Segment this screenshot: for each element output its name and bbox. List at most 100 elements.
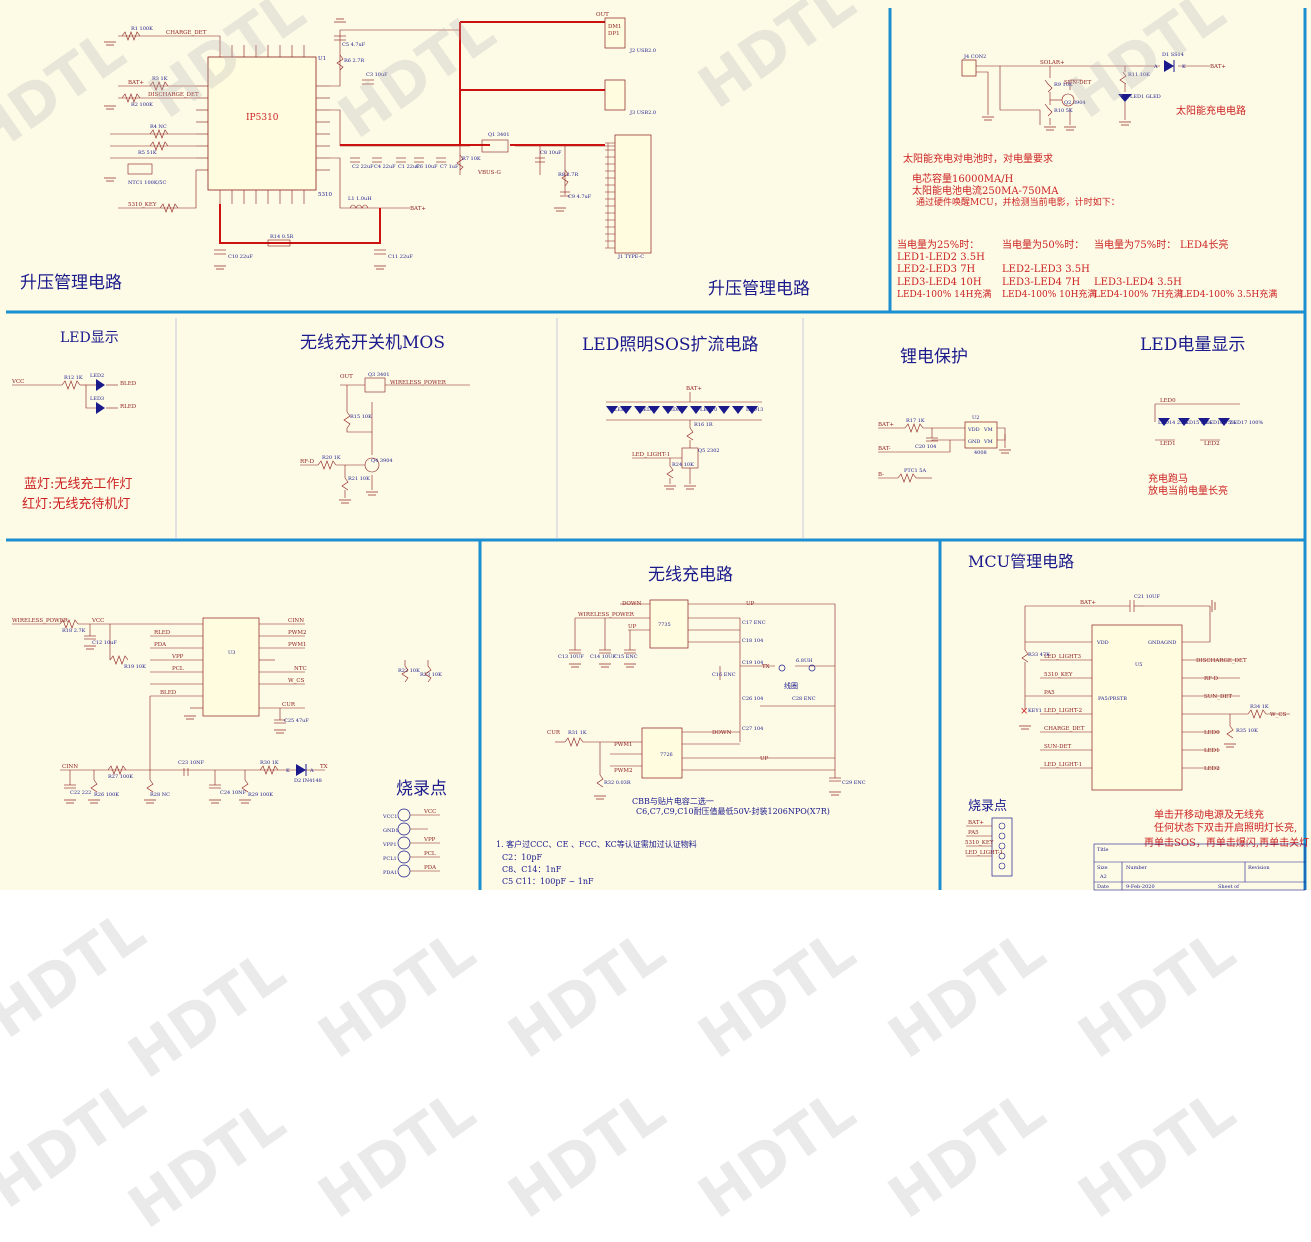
burn-ref-gnd: GND1: [383, 828, 399, 834]
sos-led-10: [732, 406, 744, 414]
r15-resistor: [343, 411, 351, 429]
r28-resistor: [146, 779, 154, 793]
protect-wires: [878, 423, 1006, 483]
protect-grounds: [999, 449, 1011, 454]
solar-title: 太阳能充电电路: [1176, 104, 1246, 117]
r14-shunt: [267, 239, 291, 247]
schematic-canvas: IP5310 U1 5310: [0, 0, 1311, 891]
pull-resistors: [401, 660, 432, 683]
mcu-panel: MCU管理电路 U5 PA5/PRSTB: [965, 552, 1309, 891]
part-c14: C14 10UF: [590, 654, 616, 660]
net-protect-b-minus: B-: [878, 472, 884, 478]
mcu-pin-left-5: LED_LIGHT-2: [1044, 708, 1082, 714]
part-c12: C12 10uF: [92, 640, 117, 646]
j1-pins: [605, 142, 615, 249]
part-c13: C13 10UF: [558, 654, 584, 660]
part-c6: C6 10uF: [416, 164, 438, 170]
burn-pin-vcc: VCC: [423, 809, 436, 815]
mcu-pin-right-6: LED0: [1204, 730, 1220, 736]
part-ntc1: NTC1 100K/5C: [128, 180, 166, 186]
part-c20: C20 104: [915, 444, 936, 450]
net-rled: RLED: [120, 404, 137, 410]
tb-number: Number: [1126, 865, 1147, 871]
coil-terminal-2: [808, 664, 816, 672]
part-r16: R16 1R: [694, 422, 713, 428]
r7-resistor: [456, 154, 464, 171]
cert-line-3: C8、C14：1nF: [502, 865, 562, 874]
tb-size: Size: [1097, 865, 1108, 871]
part-r15: R15 10K: [350, 414, 372, 420]
ip5310-label: IP5310: [246, 113, 279, 123]
u5-pa5-center: PA5/PRSTB: [1098, 696, 1127, 702]
level-led-label-3: LED16 75%: [1206, 420, 1236, 426]
part-r20: R20 1K: [322, 455, 341, 461]
mcu-title: MCU管理电路: [968, 552, 1074, 571]
table-header-75: 当电量为75%时：: [1094, 238, 1176, 251]
sos-led-3: [634, 406, 646, 414]
part-r10: R10 5K: [1054, 108, 1073, 114]
part-l1: L1 1.0uH: [348, 196, 372, 202]
sos-led-label-2: LED4: [640, 407, 654, 413]
q2-transistor: [1061, 93, 1075, 107]
panel-dividers: [6, 8, 1307, 890]
u3-right-pin-6: W_CS: [288, 678, 305, 684]
part-r17: R17 1K: [906, 418, 925, 424]
mcu-pin-right-2: DISCHARGE_DET: [1196, 658, 1247, 664]
led-level-title: LED电量显示: [1140, 335, 1245, 355]
part-c9: C9 4.7uF: [568, 194, 592, 200]
u3-left-pin-4: PCL: [172, 666, 184, 672]
r21-resistor: [341, 477, 349, 491]
net-sos-bat: BAT+: [686, 386, 702, 392]
ip5310-ic: [207, 56, 317, 191]
mcu-pin-left-8: LED_LIGHT-1: [1044, 762, 1082, 768]
mcu-burn-wires: [966, 825, 992, 857]
protect-panel: 锂电保护 VDD VM GND VM 4008 U2 BAT+ BAT- B- …: [878, 347, 1011, 483]
part-r11: R11 10K: [1128, 72, 1150, 78]
solar-grounds: [982, 116, 1131, 131]
boost-power-traces: [219, 21, 605, 244]
d1-diode-body: [1164, 60, 1174, 72]
burn-ref-pda: PDA1: [383, 870, 397, 876]
sos-led-4: [648, 406, 660, 414]
ip5310-pins: [196, 45, 330, 204]
u2-ic: [964, 421, 998, 449]
u2-pin-vdd: VDD: [967, 427, 980, 433]
sos-wires: [606, 392, 762, 484]
part-r5: R5 51K: [138, 150, 157, 156]
part-c28: C28 ENC: [792, 696, 816, 702]
connector-j2: J2 USB2.0: [629, 48, 656, 54]
table-c4-r1: LED4-100% 3.5H充满: [1180, 288, 1277, 300]
level-wires: [1154, 403, 1240, 441]
table-c1-r2: LED2-LED3 7H: [897, 264, 976, 275]
r27-resistor: [107, 765, 127, 775]
net-tx-w: TX: [762, 664, 770, 670]
r11-resistor: [1119, 71, 1127, 85]
u5-mcu: [1091, 624, 1183, 791]
part-c1: C1 22uF: [398, 164, 420, 170]
table-c2-r1: LED2-LED3 3.5H: [1002, 264, 1090, 275]
part-c11: C11 22uF: [388, 254, 413, 260]
mcu-pin-left-4: PA5: [1044, 690, 1055, 696]
net-mcu-bat-plus: BAT+: [1080, 600, 1096, 606]
u3-left-pin-2: PDA: [154, 642, 167, 648]
led-display-panel: LED显示 VCC R12 1K LED2 LED3 BLED RLED 蓝灯:…: [11, 330, 137, 512]
r16-resistor: [686, 427, 694, 441]
part-c10: C10 22uF: [228, 254, 253, 260]
u3-right-pin-2: PWM2: [288, 630, 307, 636]
cert-line-2: C2：10pF: [502, 853, 543, 862]
part-d1: D1 SS14: [1162, 52, 1184, 58]
part-c4: C4 22uF: [374, 164, 396, 170]
sos-led-2: [620, 406, 632, 414]
net-dm1: DM1: [608, 24, 622, 30]
table-c1-r4: LED4-100% 14H充满: [897, 288, 991, 300]
net-solar-bat: BAT+: [1210, 64, 1226, 70]
net-up-1: UP: [628, 624, 637, 630]
panel-thin-dividers: [175, 318, 804, 538]
net-led2: LED2: [1204, 441, 1220, 447]
d2-pin-k: K: [286, 768, 290, 774]
led1-symbol: [1118, 94, 1132, 102]
part-c23: C23 10NF: [178, 760, 205, 766]
part-r1: R1 100K: [131, 26, 153, 32]
led-display-wires: [12, 380, 118, 409]
